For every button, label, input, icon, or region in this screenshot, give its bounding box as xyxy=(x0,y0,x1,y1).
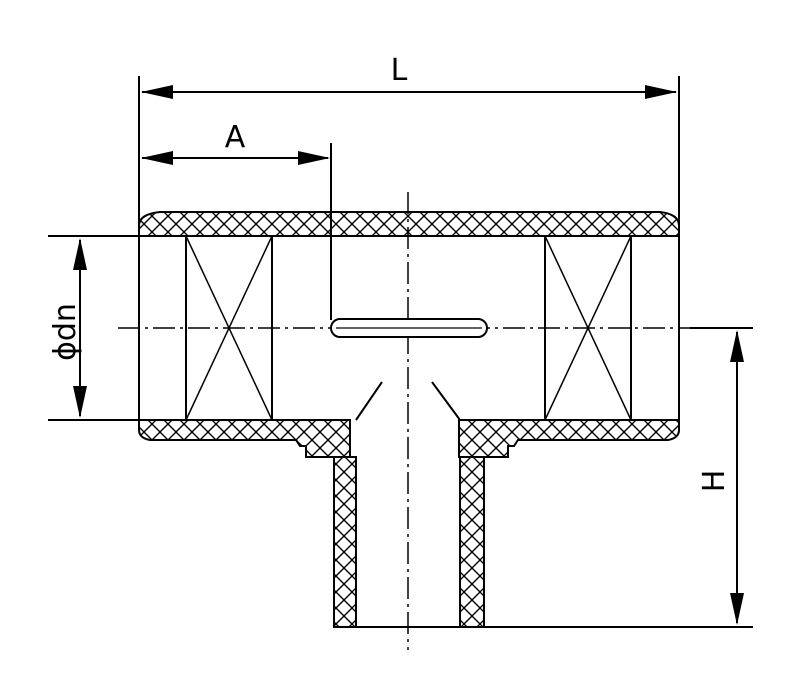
bottom-left-wall-section xyxy=(138,419,351,458)
top-wall-section xyxy=(138,211,680,237)
bore-chamfer-right xyxy=(431,381,461,421)
dimension-L-label: L xyxy=(391,53,408,88)
branch-left-wall-section xyxy=(333,456,357,628)
dimension-dn-label: ϕdn xyxy=(48,303,83,361)
bottom-right-wall-section xyxy=(458,419,680,458)
dimension-H xyxy=(690,327,753,625)
dimension-H-label: H xyxy=(697,470,732,493)
bore-chamfer-left xyxy=(355,381,383,421)
dimension-A xyxy=(141,143,332,320)
branch-right-wall-section xyxy=(459,456,485,628)
dimension-A-label: A xyxy=(225,120,246,155)
dimension-L xyxy=(138,76,680,226)
dimension-dn xyxy=(48,235,139,421)
